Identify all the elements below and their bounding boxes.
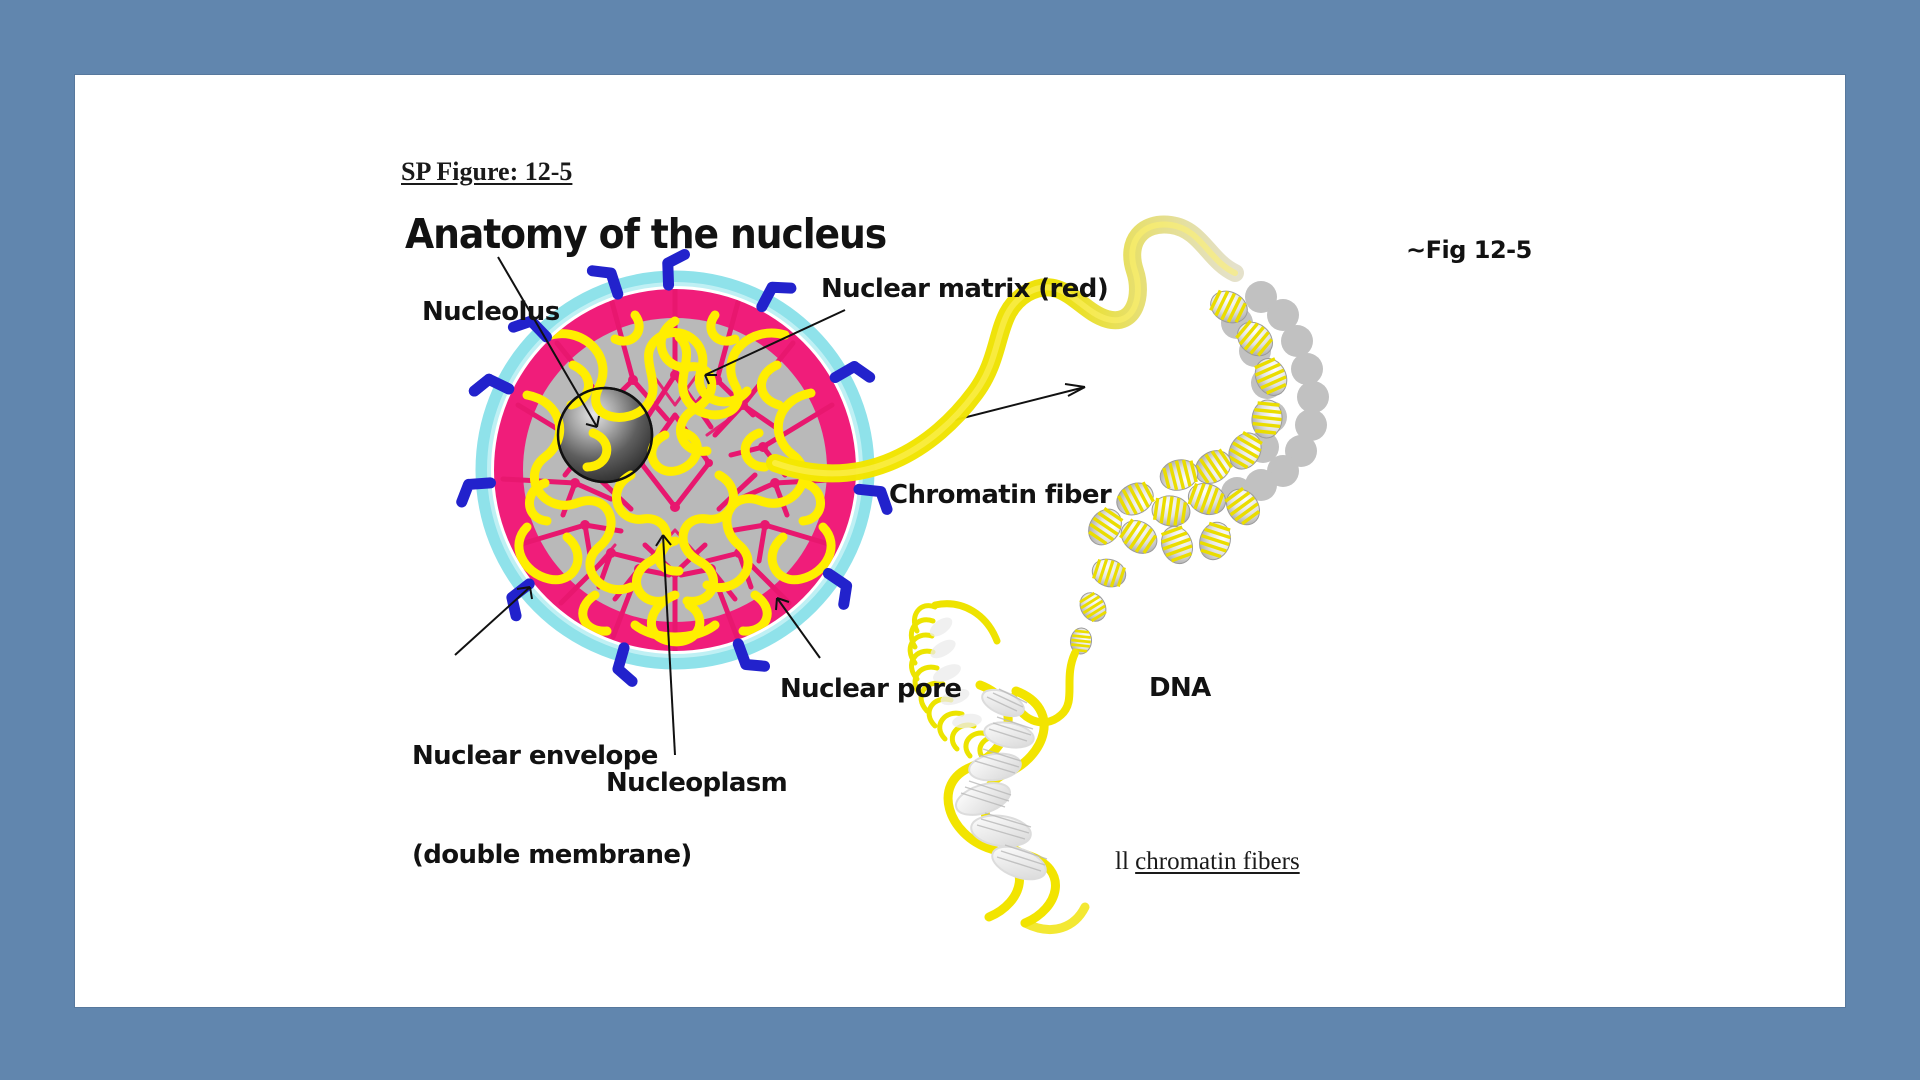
label-nucleolus: Nucleolus <box>422 297 560 327</box>
label-dna: DNA <box>1149 673 1211 703</box>
footer-note-prefix: ll <box>1115 848 1136 875</box>
label-nuclear-envelope-line1: Nuclear envelope <box>412 740 658 771</box>
label-chromatin-fiber: Chromatin fiber <box>889 480 1112 510</box>
page-title: Anatomy of the nucleus <box>405 210 887 258</box>
slide-header-text: SP Figure: 12-5 <box>401 157 573 186</box>
presentation-slide: SP Figure: 12-5 Anatomy of the nucleus ~… <box>75 75 1845 1007</box>
label-nuclear-matrix: Nuclear matrix (red) <box>821 274 1109 304</box>
nucleosome-beads <box>1069 289 1288 655</box>
slide-header: SP Figure: 12-5 <box>401 157 572 187</box>
footer-note-link: chromatin fibers <box>1135 848 1300 875</box>
dna-helix-illustration <box>907 600 1090 935</box>
label-nucleoplasm: Nucleoplasm <box>606 768 788 798</box>
label-nuclear-envelope-line2: (double membrane) <box>412 840 692 871</box>
figure-reference: ~Fig 12-5 <box>1406 236 1532 264</box>
nucleus-artwork <box>75 75 1845 1007</box>
label-nuclear-pore: Nuclear pore <box>780 674 962 704</box>
label-nuclear-envelope: Nuclear envelope (double membrane) <box>412 673 692 939</box>
footer-note: ll chromatin fibers <box>1115 848 1300 876</box>
